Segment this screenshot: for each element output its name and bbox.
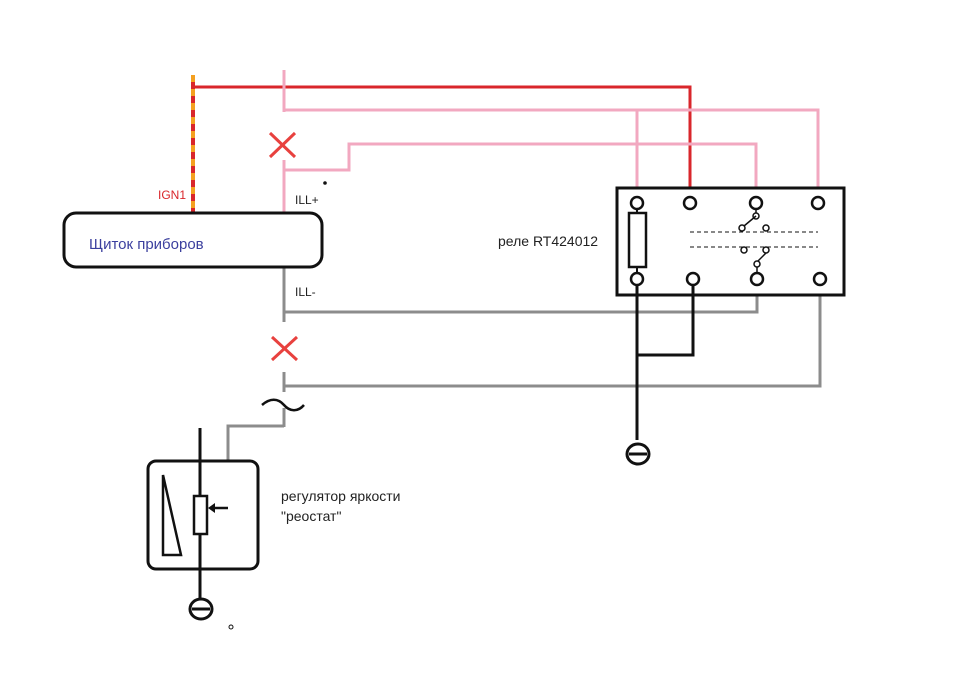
- rheostat-label-line1: регулятор яркости: [281, 488, 401, 504]
- relay-pin: [685, 271, 701, 287]
- relay-pin: [682, 195, 698, 211]
- relay-pin: [810, 195, 826, 211]
- ill-plus-wires: [282, 70, 820, 214]
- ign1-label: IGN1: [158, 188, 186, 202]
- cut-mark-ill-minus: [270, 335, 299, 362]
- relay-mechanical-link: [690, 231, 818, 248]
- dashboard-block: [62, 211, 324, 269]
- cut-mark-ill-plus: [268, 131, 297, 159]
- connector-symbol: [261, 398, 305, 412]
- relay-switch-contacts: [738, 209, 770, 273]
- rheostat-wiper-arrow: [208, 503, 215, 513]
- relay-pin: [629, 195, 645, 211]
- ground-symbol: [188, 597, 214, 621]
- relay-ground-wires: [635, 285, 695, 440]
- relay-label: реле RT424012: [498, 233, 598, 249]
- ill-plus-label: ILL+: [295, 193, 319, 207]
- relay-pin: [812, 271, 828, 287]
- rheostat-resistor: [192, 494, 209, 536]
- relay-pin: [748, 195, 764, 211]
- relay-pin: [749, 271, 765, 287]
- rheostat-ramp-icon: [161, 474, 183, 557]
- stray-dot: [228, 624, 234, 630]
- ground-symbol: [625, 442, 651, 466]
- dashboard-label: Щиток приборов: [89, 236, 204, 253]
- relay-block: [615, 186, 846, 297]
- relay-coil: [627, 211, 648, 269]
- rheostat-block: [146, 428, 260, 600]
- rheostat-label-line2: "реостат": [281, 508, 341, 524]
- stray-dot: [323, 181, 327, 185]
- relay-pin: [629, 271, 645, 287]
- ign1-wire: [191, 75, 692, 214]
- ill-minus-label: ILL-: [295, 285, 316, 299]
